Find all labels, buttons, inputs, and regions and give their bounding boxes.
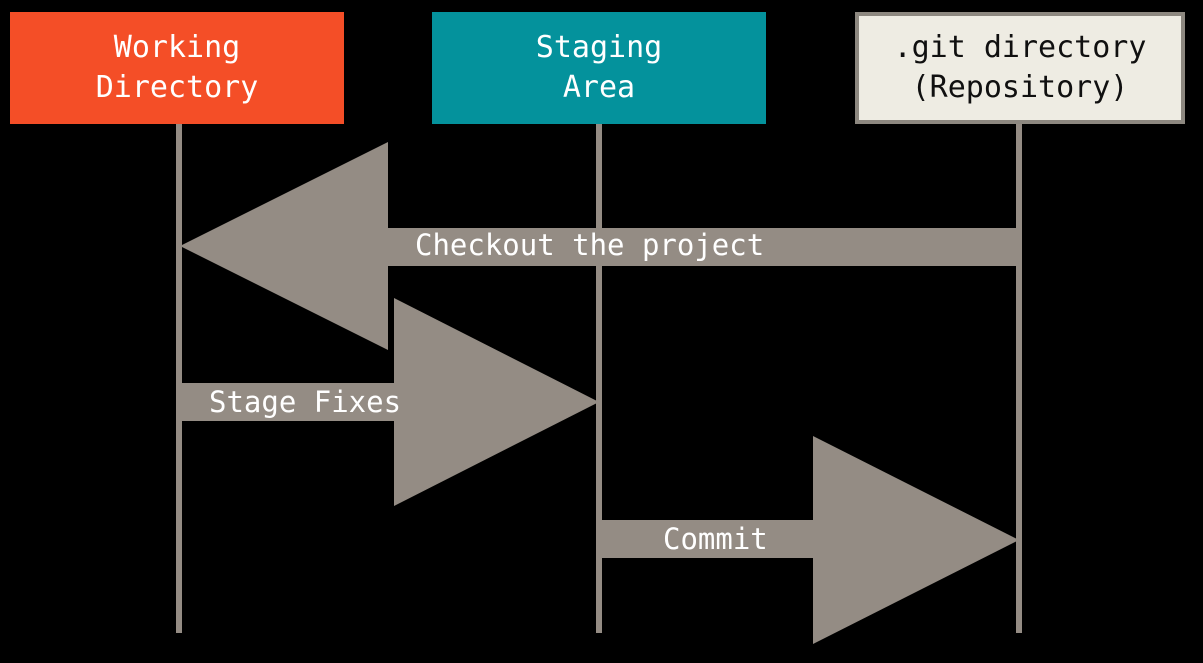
arrow-stage-fixes: [179, 298, 599, 506]
arrow-stage-fixes-shaft: [179, 383, 396, 421]
arrow-stage-fixes-head: [394, 298, 599, 506]
node-git-directory-line2: (Repository): [911, 70, 1129, 105]
node-working-directory[interactable]: Working Directory: [10, 12, 344, 124]
arrow-commit-shaft: [599, 520, 814, 558]
lifeline-working-directory: [176, 124, 182, 633]
node-git-directory[interactable]: .git directory (Repository): [855, 12, 1185, 124]
arrow-checkout: [180, 142, 1017, 350]
node-staging-area-line1: Staging: [535, 30, 663, 66]
node-staging-area-line2: Area: [562, 70, 636, 105]
lifeline-git-directory: [1016, 124, 1022, 633]
arrow-commit: [599, 436, 1019, 644]
arrow-checkout-shaft: [386, 228, 1017, 266]
node-working-directory-line2: Directory: [95, 70, 259, 105]
arrow-commit-head: [813, 436, 1019, 644]
arrow-checkout-head: [180, 142, 388, 350]
node-working-directory-line1: Working: [113, 30, 241, 66]
node-git-directory-line1: .git directory: [893, 30, 1147, 66]
lifeline-staging-area: [596, 124, 602, 633]
node-staging-area[interactable]: Staging Area: [432, 12, 766, 124]
